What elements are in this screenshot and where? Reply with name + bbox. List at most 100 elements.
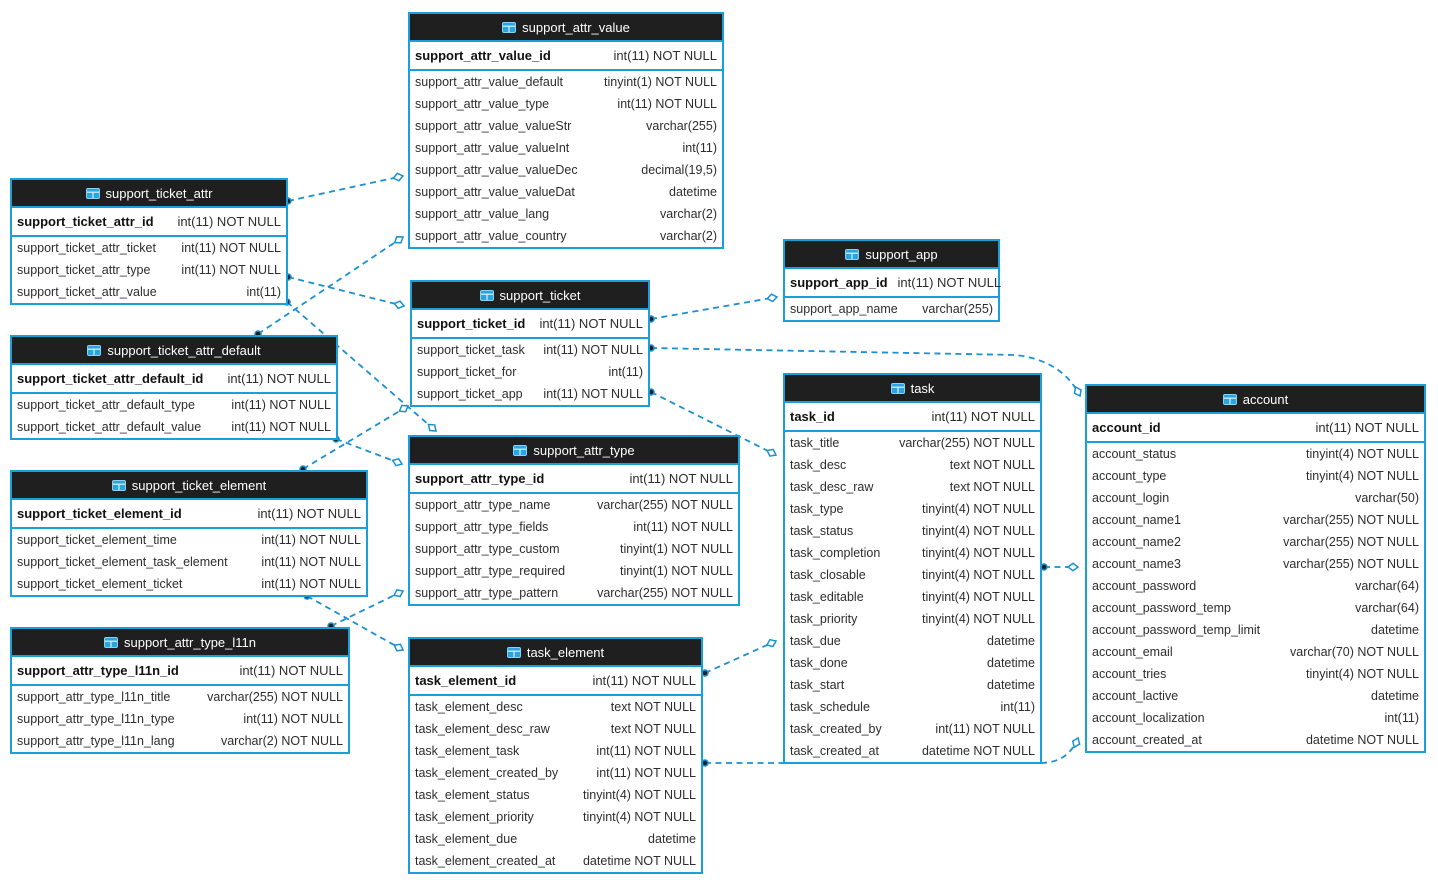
column-type: int(11) NOT NULL (543, 387, 643, 401)
column-name: task_element_id (415, 673, 517, 688)
column-type: datetime (1371, 623, 1419, 637)
column-name: account_status (1092, 447, 1177, 461)
column-row: account_password_temp_limit datetime (1087, 619, 1424, 641)
column-name: task_desc_raw (790, 480, 874, 494)
table-header-support_app[interactable]: support_app (785, 241, 998, 269)
table-support_attr_type_l11n[interactable]: support_attr_type_l11n support_attr_type_… (10, 627, 350, 754)
table-header-task[interactable]: task (785, 375, 1040, 403)
table-icon (1222, 393, 1237, 405)
column-name: task_created_by (790, 722, 882, 736)
column-name: support_attr_type_l11n_type (17, 712, 175, 726)
column-name: support_app_id (790, 275, 888, 290)
column-name: account_id (1092, 420, 1161, 435)
table-name: support_ticket_attr (105, 185, 213, 201)
relationship-support_ticket_attr-to-support_attr_value (288, 176, 403, 201)
column-type: text NOT NULL (610, 700, 696, 714)
table-header-support_ticket_attr[interactable]: support_ticket_attr (12, 180, 286, 208)
column-name: support_attr_type_required (415, 564, 566, 578)
column-type: tinyint(4) NOT NULL (922, 590, 1035, 604)
column-name: support_attr_value_type (415, 97, 550, 111)
column-name: account_name3 (1092, 557, 1181, 571)
relationship-support_ticket_attr_default-to-support_attr_type (336, 439, 402, 464)
column-type: varchar(64) (1355, 601, 1419, 615)
column-name: support_attr_value_lang (415, 207, 550, 221)
column-row: task_desc text NOT NULL (785, 454, 1040, 476)
table-header-support_ticket_attr_default[interactable]: support_ticket_attr_default (12, 337, 336, 365)
column-type: text NOT NULL (949, 480, 1035, 494)
table-icon (506, 646, 521, 658)
table-header-support_attr_type[interactable]: support_attr_type (410, 437, 738, 465)
table-name: support_attr_type (533, 442, 635, 458)
column-type: tinyint(4) NOT NULL (583, 788, 696, 802)
relationship-support_ticket-to-task (651, 392, 776, 455)
column-name: task_status (790, 524, 854, 538)
column-name: account_login (1092, 491, 1170, 505)
table-name: support_ticket (499, 287, 581, 303)
table-name: support_app (865, 246, 938, 262)
column-type: varchar(255) NOT NULL (1283, 535, 1419, 549)
table-header-task_element[interactable]: task_element (410, 639, 701, 667)
column-name: support_ticket_element_task_element (17, 555, 228, 569)
column-type: varchar(50) (1355, 491, 1419, 505)
table-header-account[interactable]: account (1087, 386, 1424, 414)
column-name: support_ticket_attr_value (17, 285, 157, 299)
table-name: support_ticket_attr_default (107, 342, 261, 358)
column-name: support_app_name (790, 302, 898, 316)
column-name: support_attr_type_l11n_id (17, 663, 179, 678)
column-type: text NOT NULL (610, 722, 696, 736)
table-support_ticket_attr[interactable]: support_ticket_attr support_ticket_attr_i… (10, 178, 288, 305)
column-type: tinyint(4) NOT NULL (922, 502, 1035, 516)
relationship-support_ticket-to-account (651, 348, 1080, 396)
column-name: task_created_at (790, 744, 879, 758)
column-type: text NOT NULL (949, 458, 1035, 472)
column-row: support_ticket_attr_value int(11) (12, 281, 286, 303)
table-account[interactable]: account account_id int(11) NOT NULL account… (1085, 384, 1426, 753)
column-name: account_password_temp_limit (1092, 623, 1261, 637)
table-header-support_ticket_element[interactable]: support_ticket_element (12, 472, 366, 500)
column-name: task_element_due (415, 832, 518, 846)
column-name: account_name2 (1092, 535, 1181, 549)
table-support_ticket[interactable]: support_ticket support_ticket_id int(11) N… (410, 280, 650, 407)
column-name: support_ticket_id (417, 316, 526, 331)
column-type: int(11) NOT NULL (539, 316, 643, 331)
column-name: task_due (790, 634, 841, 648)
column-name: task_element_desc_raw (415, 722, 550, 736)
relationship-support_ticket-to-support_app (651, 297, 777, 319)
column-type: datetime NOT NULL (921, 744, 1035, 758)
column-type: tinyint(1) NOT NULL (620, 564, 733, 578)
table-icon (845, 248, 860, 260)
column-type: int(11) NOT NULL (1315, 420, 1419, 435)
table-support_ticket_element[interactable]: support_ticket_element support_ticket_ele… (10, 470, 368, 597)
column-type: varchar(255) (922, 302, 993, 316)
column-name: support_ticket_attr_id (17, 214, 154, 229)
column-name: task_desc (790, 458, 847, 472)
column-type: int(11) NOT NULL (261, 577, 361, 591)
table-header-support_attr_type_l11n[interactable]: support_attr_type_l11n (12, 629, 348, 657)
table-icon (502, 21, 517, 33)
column-name: support_attr_type_custom (415, 542, 560, 556)
table-header-support_attr_value[interactable]: support_attr_value (410, 14, 722, 42)
table-header-support_ticket[interactable]: support_ticket (412, 282, 648, 310)
column-type: int(11) (246, 285, 281, 299)
table-support_ticket_attr_default[interactable]: support_ticket_attr_default support_ticke… (10, 335, 338, 440)
